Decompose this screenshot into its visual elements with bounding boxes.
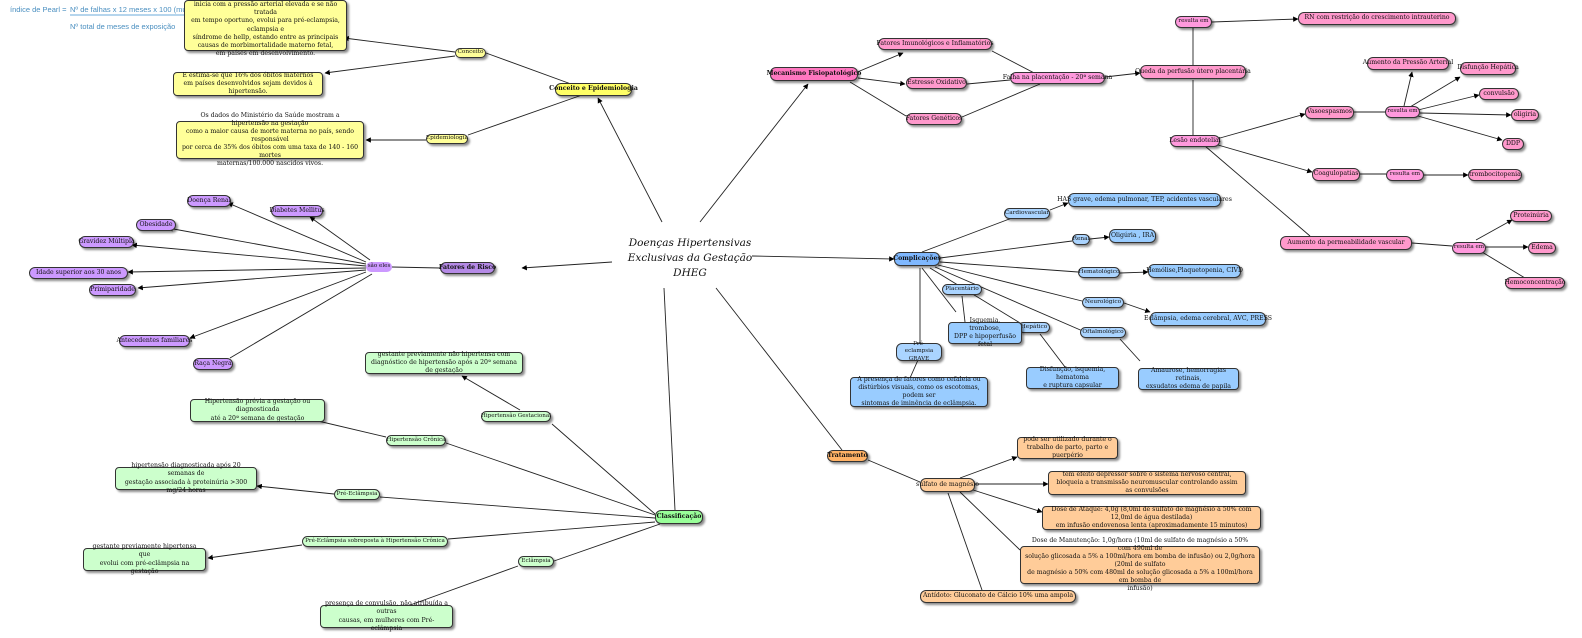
central-topic-line-1: Doenças Hipertensivas: [628, 237, 752, 249]
hematologic-label[interactable]: Hematológico: [1078, 267, 1120, 278]
hepatic-text[interactable]: Disfunção, isquemia, hematoma e ruptura …: [1026, 366, 1119, 389]
ddp-node[interactable]: DDP: [1502, 138, 1524, 150]
concept-label-node[interactable]: Conceito: [455, 48, 486, 58]
concept-text-node[interactable]: conjunto de complicações da gestação que…: [184, 0, 347, 57]
preeclampsia-label[interactable]: Pré-Eclâmpsia: [334, 489, 380, 500]
hematologic-text[interactable]: Hemólise,Plaquetopenia, CIVD: [1146, 264, 1243, 278]
central-topic[interactable]: Doenças Hipertensivas Exclusivas da Gest…: [618, 236, 762, 282]
uteroplacental-perfusion-node[interactable]: Queda da perfusão útero placentária: [1135, 65, 1251, 79]
vasospasm-node[interactable]: Vasoespasmos: [1305, 106, 1354, 119]
blood-pressure-node[interactable]: Aumento da Pressão Arterial: [1363, 57, 1453, 70]
immune-factors-node[interactable]: Fatores Imunológicos e Inflamatórios: [877, 38, 994, 50]
risk-factors-hub[interactable]: Fatores de Risco: [439, 262, 496, 274]
placentation-failure-node[interactable]: Falha na placentação - 20ª semana: [1003, 72, 1112, 84]
result-label-4[interactable]: resulta em: [1452, 242, 1486, 254]
endothelial-injury-node[interactable]: Lesão endotelial: [1169, 135, 1221, 147]
hemoconcentration-node[interactable]: Hemoconcentração: [1505, 277, 1565, 289]
chronic-hypertension-text[interactable]: Hipertensão prévia a gestação ou diagnos…: [190, 398, 325, 422]
central-topic-line-2: Exclusivas da Gestação: [627, 252, 753, 265]
magnesium-sulfate-node[interactable]: sulfato de magnésio: [916, 478, 979, 492]
pearl-denominator: Nº total de meses de exposição: [70, 22, 176, 31]
severe-preeclampsia-label[interactable]: Pré- eclampsia GRAVE: [896, 341, 942, 362]
risk-connector-label[interactable]: são eles: [366, 262, 392, 272]
classification-hub[interactable]: Classificação: [655, 510, 703, 524]
eclampsia-text[interactable]: presença de convulsão, não atribuída a o…: [320, 600, 453, 632]
risk-item-multiple-pregnancy[interactable]: Gravidez Múltipla: [78, 236, 135, 248]
oliguria-node[interactable]: oligiria: [1511, 109, 1539, 121]
cns-effect-node[interactable]: tem efeito depressor sobre o sistema ner…: [1048, 471, 1246, 495]
vascular-permeability-node[interactable]: Aumento da permeabilidade vascular: [1280, 236, 1412, 250]
genetic-factors-node[interactable]: Fatores Genéticos: [906, 113, 962, 125]
neurologic-text[interactable]: Eclâmpsia, edema cerebral, AVC, PRESS: [1144, 312, 1272, 326]
maintenance-dose-node[interactable]: Dose de Manutenção: 1,0g/hora (10ml de s…: [1020, 537, 1260, 592]
link-center-risk: [521, 261, 613, 271]
epidemiology-text-node[interactable]: Os dados do Ministério da Saúde mostram …: [176, 112, 364, 167]
iugr-node[interactable]: RN com restrição do crescimento intraute…: [1298, 12, 1456, 25]
risk-item-family-history[interactable]: Antecedentes familiares: [117, 335, 192, 347]
hepatic-label[interactable]: Hepático: [1018, 322, 1050, 333]
ophthalmologic-text[interactable]: Amaurose, hemorragias retinais, exsudato…: [1138, 367, 1239, 390]
complications-hub[interactable]: Complicações: [893, 252, 941, 266]
oxidative-stress-node[interactable]: Estresse Oxidativo: [906, 77, 967, 89]
link-center-complications: [751, 255, 895, 262]
chronic-hypertension-label[interactable]: Hipertensão Crônica: [386, 435, 446, 446]
gestational-hypertension-label[interactable]: Hipertensão Gestacional: [481, 411, 551, 422]
risk-item-age[interactable]: Idade superior aos 30 anos: [29, 267, 128, 279]
placental-label[interactable]: Placentário: [942, 284, 982, 295]
risk-item-black-race[interactable]: Raça Negra: [193, 358, 233, 370]
estimate-text-node[interactable]: E estima-se que 16% dos óbitos maternos …: [173, 72, 323, 96]
cardiovascular-label[interactable]: Cardiovascular: [1004, 208, 1050, 219]
seizure-node[interactable]: convulsão: [1479, 88, 1519, 100]
central-topic-line-3: DHEG: [673, 267, 707, 280]
preeclampsia-text[interactable]: hipertensão diagnosticada após 20 semana…: [115, 462, 257, 494]
neurologic-label[interactable]: Neurológico: [1082, 297, 1124, 308]
superimposed-preeclampsia-label[interactable]: Pré-Eclâmpsia sobreposta à Hipertensão C…: [302, 536, 448, 547]
placental-text[interactable]: Isquemia, trombose, DPP e hipoperfusão f…: [948, 317, 1022, 348]
cardiovascular-text[interactable]: HAS grave, edema pulmonar, TEP, acidente…: [1057, 193, 1232, 207]
mechanism-hub[interactable]: Mecanismo Fisiopatológico: [767, 67, 861, 81]
proteinuria-node[interactable]: Proteinúria: [1510, 210, 1552, 222]
pearl-numerator: Nº de falhas x 12 meses x 100 (mulheres: [70, 5, 207, 14]
epidemiology-label-node[interactable]: Epidemiologia: [426, 134, 468, 144]
eclampsia-label[interactable]: Eclâmpsia: [518, 556, 554, 567]
ophthalmologic-label[interactable]: Oftalmológico: [1080, 327, 1126, 338]
treatment-hub[interactable]: Tratamento: [827, 450, 868, 462]
risk-item-obesity[interactable]: Obesidade: [136, 219, 176, 231]
risk-item-primiparity[interactable]: Primiparidade: [89, 284, 136, 296]
coagulopathy-node[interactable]: Coagulopatias: [1312, 168, 1360, 181]
pearl-label: índice de Pearl =: [10, 5, 67, 14]
concept-epidemiology-hub[interactable]: Conceito e Epidemiologia: [549, 83, 638, 96]
link-center-mechanism: [699, 83, 809, 223]
severe-preeclampsia-text[interactable]: A presença de fatores como cefaleia ou d…: [850, 376, 988, 407]
edema-node[interactable]: Edema: [1528, 242, 1556, 254]
gestational-hypertension-text[interactable]: gestante previamente não hipertensa com …: [365, 351, 523, 374]
result-label-1[interactable]: resulta em: [1175, 16, 1212, 28]
risk-item-diabetes[interactable]: Diabetes Mellitus: [269, 205, 325, 217]
antidote-node[interactable]: Antídoto: Gluconato de Cálcio 10% uma am…: [920, 590, 1076, 603]
usage-note-node[interactable]: pode ser utilizado durante o trabalho de…: [1017, 436, 1118, 459]
thrombocytopenia-node[interactable]: trombocitopenia: [1468, 169, 1522, 181]
renal-text[interactable]: Oligúria , IRA: [1109, 229, 1156, 243]
risk-item-renal[interactable]: Doença Renal: [187, 195, 231, 207]
result-label-2[interactable]: resulta em: [1385, 106, 1420, 118]
link-center-concept: [597, 97, 663, 223]
result-label-3[interactable]: resulta em: [1386, 169, 1424, 181]
superimposed-preeclampsia-text[interactable]: gestante previamente hipertensa que evol…: [83, 543, 206, 575]
renal-label[interactable]: Renal: [1072, 234, 1090, 245]
loading-dose-node[interactable]: Dose de Ataque: 4,0g (8,0ml de sulfato d…: [1042, 506, 1261, 530]
hepatic-dysfunction-node[interactable]: Disfunção Hepática: [1457, 62, 1519, 75]
